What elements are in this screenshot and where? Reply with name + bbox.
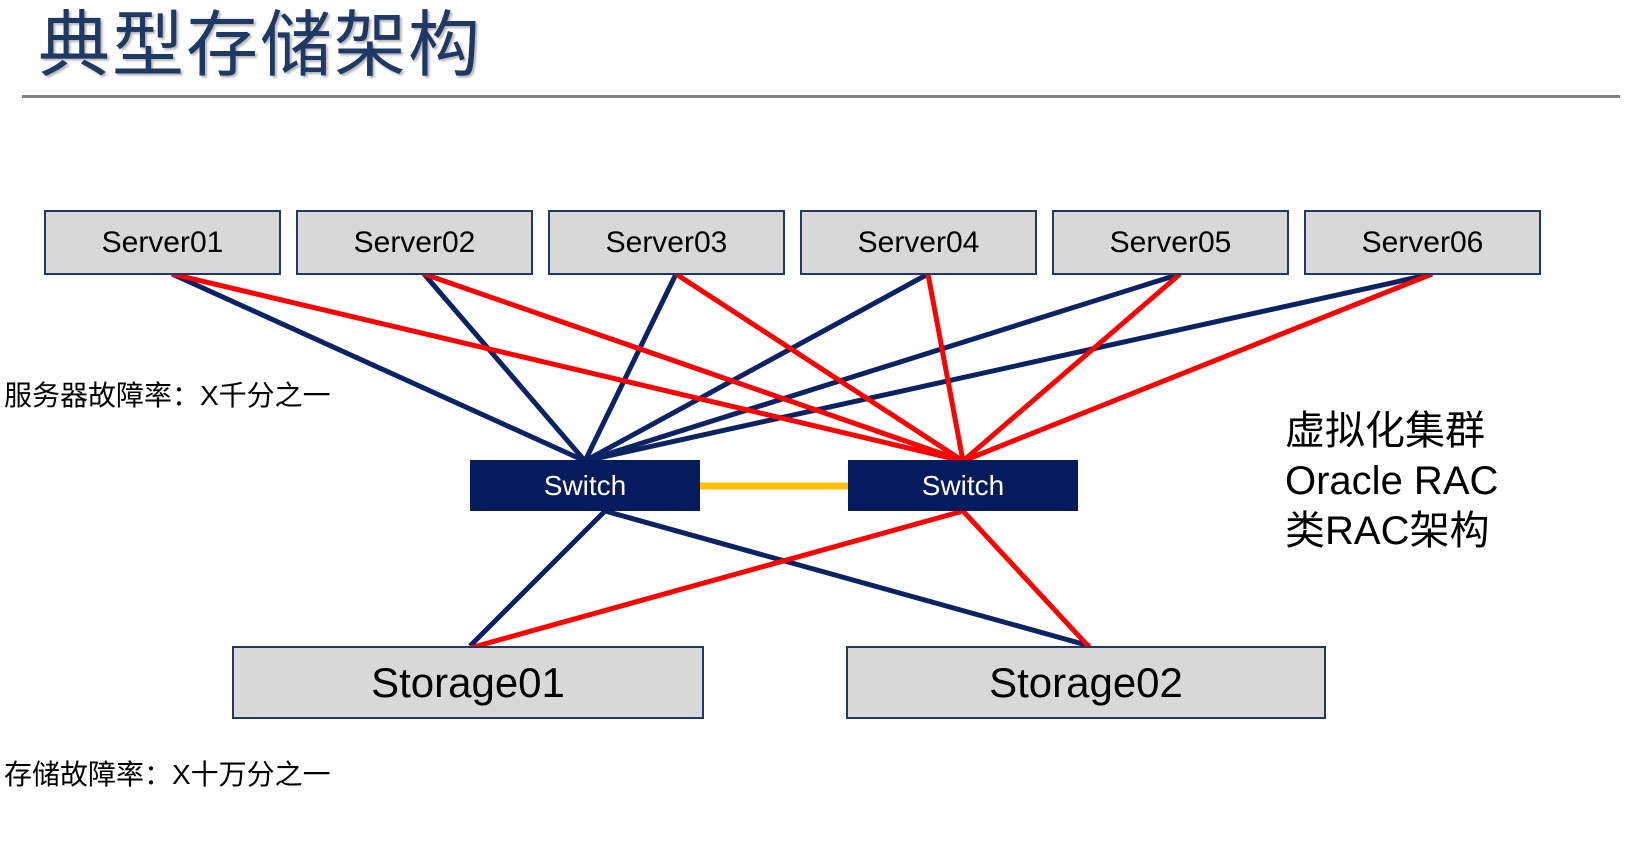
server-failure-rate-note: 服务器故障率：X千分之一 — [4, 380, 331, 411]
node-server03-label: Server03 — [605, 225, 728, 259]
links-servers-to-switch1 — [170, 271, 1433, 464]
node-server04[interactable]: Server04 — [800, 210, 1037, 275]
link-switch1-storage01 — [468, 509, 607, 648]
node-switch-left[interactable]: Switch — [470, 460, 700, 511]
cluster-note-line-1: 虚拟化集群 — [1285, 409, 1485, 453]
link-server06-switch2 — [962, 271, 1433, 464]
node-server02-label: Server02 — [353, 225, 476, 259]
link-switch2-storage01 — [469, 508, 964, 651]
link-server04-switch1 — [583, 271, 930, 464]
node-switch-right-label: Switch — [921, 469, 1005, 501]
node-switch-left-label: Switch — [543, 469, 627, 501]
link-server03-switch1 — [582, 272, 679, 463]
node-storage01[interactable]: Storage01 — [232, 646, 704, 719]
node-storage02[interactable]: Storage02 — [846, 646, 1326, 719]
link-server06-switch1 — [584, 271, 1433, 464]
node-server02[interactable]: Server02 — [296, 210, 533, 275]
link-server02-switch1 — [422, 272, 587, 463]
node-server01[interactable]: Server01 — [44, 210, 281, 275]
link-switch2-storage02 — [961, 509, 1092, 650]
link-switch1-storage02 — [604, 508, 1091, 649]
node-server03[interactable]: Server03 — [548, 210, 785, 275]
link-server05-switch2 — [961, 272, 1182, 463]
node-storage02-label: Storage02 — [989, 658, 1183, 706]
node-server06[interactable]: Server06 — [1304, 210, 1541, 275]
node-server05[interactable]: Server05 — [1052, 210, 1289, 275]
title-divider — [22, 95, 1620, 98]
link-server01-switch2 — [171, 271, 964, 464]
page-title: 典型存储架构 — [38, 6, 483, 86]
storage-failure-rate-note: 存储故障率：X十万分之一 — [4, 759, 331, 790]
node-server05-label: Server05 — [1109, 225, 1232, 259]
link-server02-switch2 — [423, 271, 964, 464]
cluster-architecture-note: 虚拟化集群 Oracle RAC 类RAC架构 — [1285, 406, 1498, 556]
link-server03-switch2 — [674, 271, 965, 464]
links-servers-to-switch2 — [171, 271, 1433, 464]
link-server05-switch1 — [584, 271, 1181, 464]
node-server06-label: Server06 — [1361, 225, 1484, 259]
link-server04-switch2 — [925, 273, 966, 462]
node-server04-label: Server04 — [857, 225, 980, 259]
node-server01-label: Server01 — [101, 225, 224, 259]
cluster-note-line-2: Oracle RAC — [1285, 459, 1499, 503]
links-switch1-to-storage — [468, 508, 1091, 649]
cluster-note-line-3: 类RAC架构 — [1285, 509, 1490, 553]
link-server01-switch1 — [170, 271, 587, 464]
links-switch2-to-storage — [469, 508, 1092, 651]
node-switch-right[interactable]: Switch — [848, 460, 1078, 511]
node-storage01-label: Storage01 — [371, 658, 565, 706]
